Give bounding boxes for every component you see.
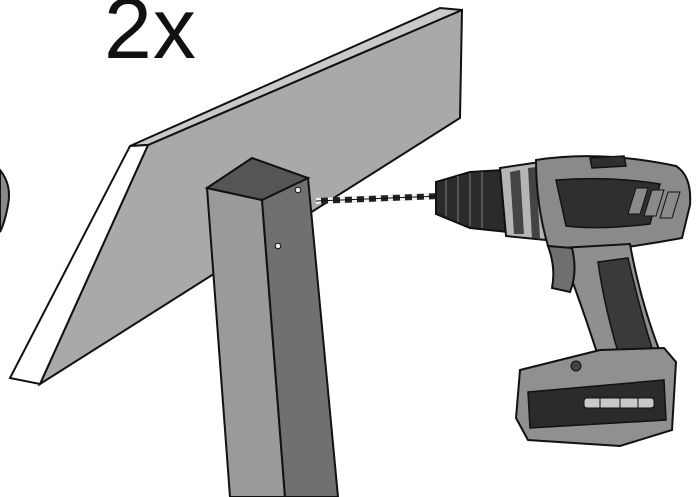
offscreen-part-icon — [0, 168, 10, 233]
pilot-hole-icon — [294, 186, 302, 194]
pilot-hole-icon — [274, 242, 282, 250]
drill-bit-icon — [315, 193, 441, 204]
table-leg-icon — [204, 156, 340, 497]
quantity-label: 2x — [104, 0, 197, 77]
cordless-drill-icon — [435, 155, 692, 448]
